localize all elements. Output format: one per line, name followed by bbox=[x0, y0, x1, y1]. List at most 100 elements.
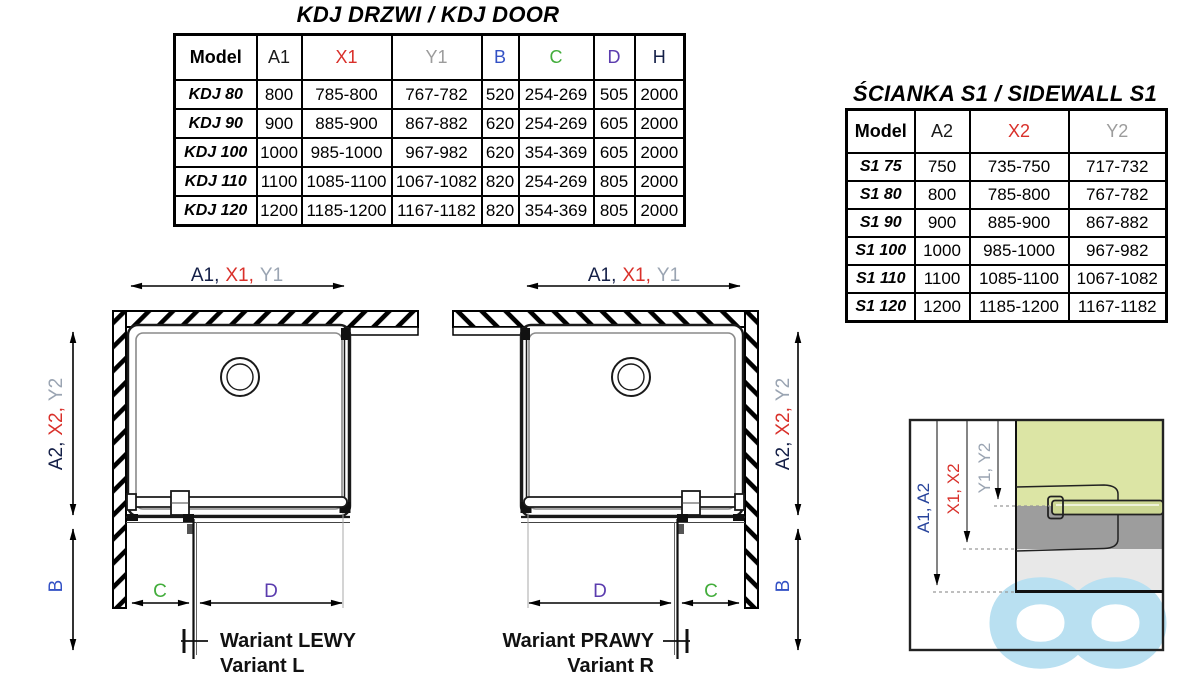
value-cell: 820 bbox=[480, 166, 520, 197]
value-cell: 354-369 bbox=[517, 195, 595, 227]
value-cell: 2000 bbox=[633, 137, 686, 168]
value-cell: 967-982 bbox=[1067, 236, 1168, 266]
door-profile-outline bbox=[1015, 484, 1119, 552]
model-cell: S1 120 bbox=[845, 292, 916, 323]
value-cell: 2000 bbox=[633, 195, 686, 227]
value-cell: 1067-1082 bbox=[1067, 264, 1168, 294]
value-cell: 800 bbox=[255, 79, 303, 110]
value-cell: 820 bbox=[480, 195, 520, 227]
column-header-y2: Y2 bbox=[1067, 108, 1168, 154]
model-cell: S1 90 bbox=[845, 208, 916, 238]
variant-left-caption-en: Variant L bbox=[220, 655, 304, 677]
model-cell: KDJ 90 bbox=[173, 108, 258, 139]
drain-inner bbox=[226, 363, 254, 391]
value-cell: 505 bbox=[592, 79, 636, 110]
value-cell: 805 bbox=[592, 195, 636, 227]
column-header-model: Model bbox=[173, 33, 258, 81]
value-cell: 254-269 bbox=[517, 79, 595, 110]
column-header-x2: X2 bbox=[968, 108, 1070, 154]
wall-ledge bbox=[349, 326, 419, 336]
diagram-right-shapes bbox=[453, 286, 798, 659]
model-cell: S1 80 bbox=[845, 180, 916, 210]
value-cell: 767-782 bbox=[1067, 180, 1168, 210]
model-cell: KDJ 120 bbox=[173, 195, 258, 227]
value-cell: 605 bbox=[592, 137, 636, 168]
value-cell: 1200 bbox=[255, 195, 303, 227]
sidewall-table-title: ŚCIANKA S1 / SIDEWALL S1 bbox=[852, 81, 1158, 106]
value-cell: 885-900 bbox=[968, 208, 1070, 238]
value-cell: 520 bbox=[480, 79, 520, 110]
value-cell: 867-882 bbox=[1067, 208, 1168, 238]
c-label-left: C bbox=[153, 581, 167, 602]
value-cell: 254-269 bbox=[517, 166, 595, 197]
side-wall-hatched bbox=[112, 310, 127, 609]
value-cell: 605 bbox=[592, 108, 636, 139]
column-header-a2: A2 bbox=[913, 108, 971, 154]
value-cell: 885-900 bbox=[300, 108, 393, 139]
door-table-title: KDJ DRZWI / KDJ DOOR bbox=[296, 2, 560, 27]
value-cell: 767-782 bbox=[390, 79, 483, 110]
diagram-left-shapes bbox=[69, 282, 419, 659]
value-cell: 1085-1100 bbox=[300, 166, 393, 197]
value-cell: 985-1000 bbox=[300, 137, 393, 168]
value-cell: 735-750 bbox=[968, 152, 1070, 182]
b-label-right: B bbox=[773, 580, 794, 593]
variant-left-caption-pl: Wariant LEWY bbox=[220, 630, 357, 652]
column-header-y1: Y1 bbox=[390, 33, 483, 81]
variant-right-caption-en: Variant R bbox=[567, 655, 654, 677]
d-label-right: D bbox=[593, 581, 607, 602]
value-cell: 967-982 bbox=[390, 137, 483, 168]
shower-tray bbox=[126, 323, 352, 518]
door-pivot bbox=[183, 514, 194, 522]
model-cell: KDJ 80 bbox=[173, 79, 258, 110]
value-cell: 1000 bbox=[913, 236, 971, 266]
model-cell: S1 75 bbox=[845, 152, 916, 182]
b-label-left: B bbox=[46, 580, 67, 593]
value-cell: 900 bbox=[255, 108, 303, 139]
value-cell: 1167-1182 bbox=[1067, 292, 1168, 323]
model-cell: KDJ 100 bbox=[173, 137, 258, 168]
value-cell: 254-269 bbox=[517, 108, 595, 139]
value-cell: 1085-1100 bbox=[968, 264, 1070, 294]
model-cell: KDJ 110 bbox=[173, 166, 258, 197]
watermark-logo-icon bbox=[989, 577, 1167, 669]
depth-dimension-label-left: A2,X2,Y2 bbox=[46, 378, 67, 470]
column-header-h: H bbox=[633, 33, 686, 81]
value-cell: 620 bbox=[480, 108, 520, 139]
column-header-c: C bbox=[517, 33, 595, 81]
detail-y-label: Y1, Y2 bbox=[975, 443, 994, 494]
value-cell: 1100 bbox=[255, 166, 303, 197]
value-cell: 805 bbox=[592, 166, 636, 197]
column-header-b: B bbox=[480, 33, 520, 81]
model-cell: S1 100 bbox=[845, 236, 916, 266]
value-cell: 800 bbox=[913, 180, 971, 210]
detail-panel: A1, A2 X1, X2 Y1, Y2 bbox=[908, 418, 1167, 669]
detail-a-label: A1, A2 bbox=[914, 483, 933, 533]
value-cell: 985-1000 bbox=[968, 236, 1070, 266]
value-cell: 2000 bbox=[633, 108, 686, 139]
value-cell: 2000 bbox=[633, 166, 686, 197]
value-cell: 1185-1200 bbox=[968, 292, 1070, 323]
column-header-x1: X1 bbox=[300, 33, 393, 81]
column-header-a1: A1 bbox=[255, 33, 303, 81]
value-cell: 785-800 bbox=[300, 79, 393, 110]
value-cell: 717-732 bbox=[1067, 152, 1168, 182]
glass-panel-section bbox=[1051, 499, 1164, 516]
detail-box bbox=[908, 418, 1165, 652]
c-label-right: C bbox=[704, 581, 718, 602]
d-label-left: D bbox=[264, 581, 278, 602]
model-cell: S1 110 bbox=[845, 264, 916, 294]
value-cell: 2000 bbox=[633, 79, 686, 110]
